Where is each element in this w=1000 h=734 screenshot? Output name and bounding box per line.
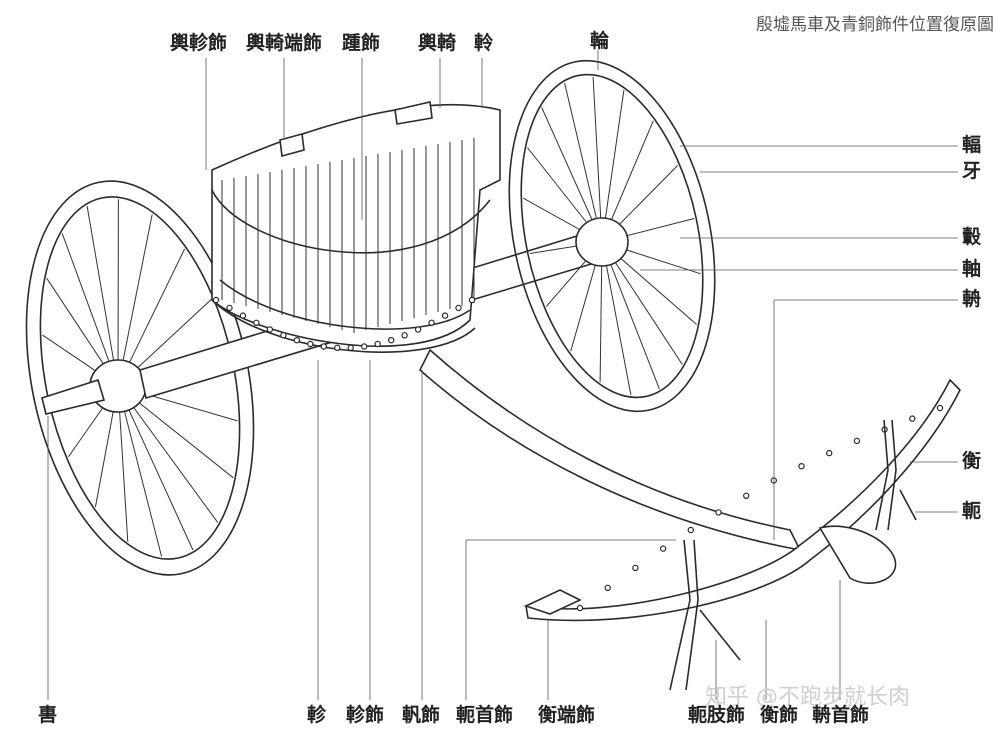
box-rivet [266,326,274,333]
box-rivet [388,337,395,344]
box-rivet [280,332,287,339]
wheel-spoke [86,205,119,387]
right-wheel [508,59,716,413]
watermark: 知乎 @不跑步就长肉 [705,685,910,710]
box-slats [221,138,475,333]
yoke-rivet [687,526,695,534]
label-zhou: 軸 [962,258,982,280]
wheel-spoke [117,385,219,523]
yoke-saddles [669,419,917,691]
box-rivets [212,296,476,351]
box-rivet [468,296,476,304]
yoke-rivets [576,404,944,612]
label-heng-duan-shi: 衡端飾 [538,704,596,726]
label-ling: 軨 [474,32,494,54]
box-rivet [226,304,233,312]
label-zhou-shou-shi: 輈首飾 [812,704,870,726]
label-yu-han-duan-shi: 輿輢端飾 [246,32,323,54]
leader-lines [47,50,958,700]
label-heng: 衡 [962,450,982,472]
box-rivet [320,343,327,350]
box-rivet [441,312,449,319]
yoke-rivet [659,545,667,552]
label-wei: 軎 [38,704,58,726]
chariot-box [211,101,501,353]
box-rivet [374,340,381,348]
box-rivet [307,340,314,348]
box-rivet [212,296,220,304]
wheel-spoke [117,385,163,557]
box-rivet [414,326,422,333]
label-yu-han-shi: 輿軫飾 [170,32,228,54]
wheel-spoke [592,76,603,243]
label-e-zhi-shi: 軛肢飾 [688,704,746,726]
yoke-rivet [798,463,805,470]
box-rivet [455,304,462,312]
yoke-rivet [715,509,722,516]
label-ya: 牙 [962,160,982,182]
yoke-rivet [909,415,916,422]
box-rivet [239,312,247,319]
label-lun: 輪 [590,30,610,52]
label-e: 軛 [962,500,982,522]
yoke-rivet [604,584,611,592]
box-rivet [334,344,341,351]
label-fan-shi: 軓飾 [402,704,441,726]
box-rivet [428,319,435,326]
label-gu: 轂 [962,226,982,248]
wheel-spoke [601,241,660,390]
yoke-rivet [826,449,833,457]
label-zhen-shi: 軫飾 [346,704,385,726]
wheel-spoke [601,89,625,243]
wheel-spoke [564,82,603,243]
yoke-rivet [576,604,584,612]
label-zhong-shi: 踵飾 [342,32,381,54]
yoke [523,378,961,622]
yoke-rivet [743,492,750,499]
box-rivet [347,344,354,351]
wheel-spoke [117,214,153,387]
box-rivet [401,332,408,339]
box-rivet [253,319,260,326]
yoke-rivet [936,404,944,412]
diagram-title: 殷墟馬車及青銅飾件位置復原圖 [756,15,994,35]
box-rivet [361,343,368,350]
wheel-spoke [117,385,194,551]
label-heng-shi: 衡飾 [760,704,799,726]
yoke-rivet [632,564,639,572]
box-rivet [293,337,300,344]
label-zhou2: 輈 [962,288,982,310]
wheel-spoke [601,241,632,396]
yoke-rivet [853,437,861,445]
label-yu-han: 輿輢 [418,32,457,54]
label-zhen: 軫 [307,704,327,726]
pole [419,348,802,552]
label-e-shou-shi: 軛首飾 [456,704,514,726]
label-fu: 輻 [962,134,982,156]
